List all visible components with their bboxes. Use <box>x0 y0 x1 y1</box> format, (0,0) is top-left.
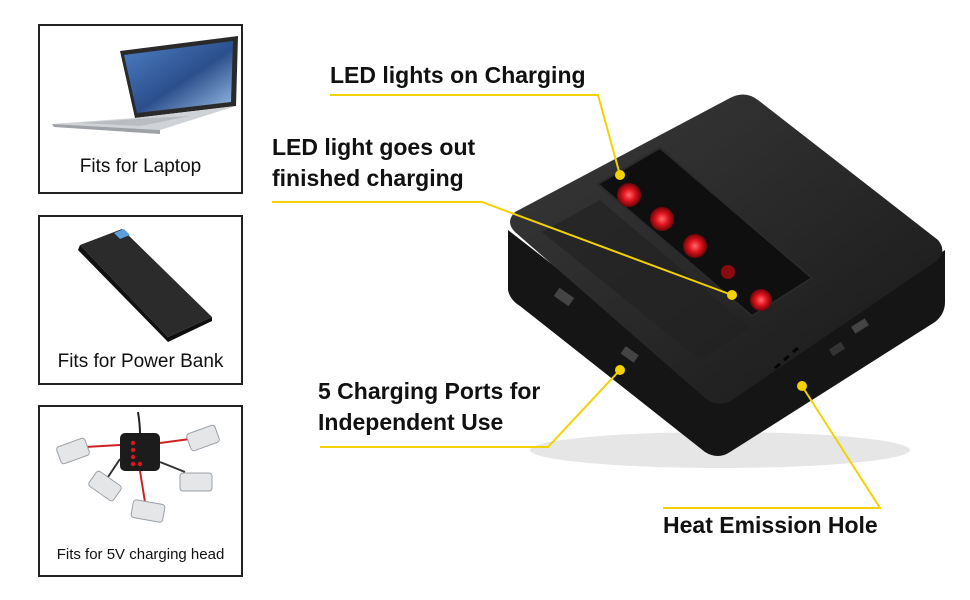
led-indicators <box>617 183 772 311</box>
ports-label: 5 Charging Ports for Independent Use <box>318 376 540 438</box>
laptop-panel: Fits for Laptop <box>38 24 243 194</box>
heat-marker <box>797 381 807 391</box>
ports-line1: 5 Charging Ports for <box>318 378 541 404</box>
led-5 <box>750 289 772 311</box>
ports-marker <box>615 365 625 375</box>
led-2 <box>650 207 674 231</box>
power-bank-panel: Fits for Power Bank <box>38 215 243 385</box>
panel-caption: Fits for Power Bank <box>57 351 224 372</box>
led-on-marker <box>615 170 625 180</box>
heat-label: Heat Emission Hole <box>663 512 878 538</box>
panel-caption: Fits for 5V charging head <box>56 546 225 563</box>
led-on-label: LED lights on Charging <box>330 62 586 88</box>
charging-head-panel: Fits for 5V charging head <box>38 405 243 577</box>
ports-line2: Independent Use <box>318 409 504 435</box>
led-1 <box>617 183 641 207</box>
led-out-line2: finished charging <box>272 165 464 191</box>
charger-device <box>508 94 945 468</box>
led-3 <box>683 234 707 258</box>
led-out-label: LED light goes out finished charging <box>272 132 475 194</box>
led-out-line1: LED light goes out <box>272 134 476 160</box>
callout-lines <box>272 94 882 509</box>
battery-hub-icon <box>40 407 241 542</box>
laptop-icon <box>40 26 241 151</box>
panel-caption: Fits for Laptop <box>79 156 202 177</box>
power-bank-icon <box>40 217 241 347</box>
led-4-off <box>721 265 735 279</box>
led-out-marker <box>727 290 737 300</box>
